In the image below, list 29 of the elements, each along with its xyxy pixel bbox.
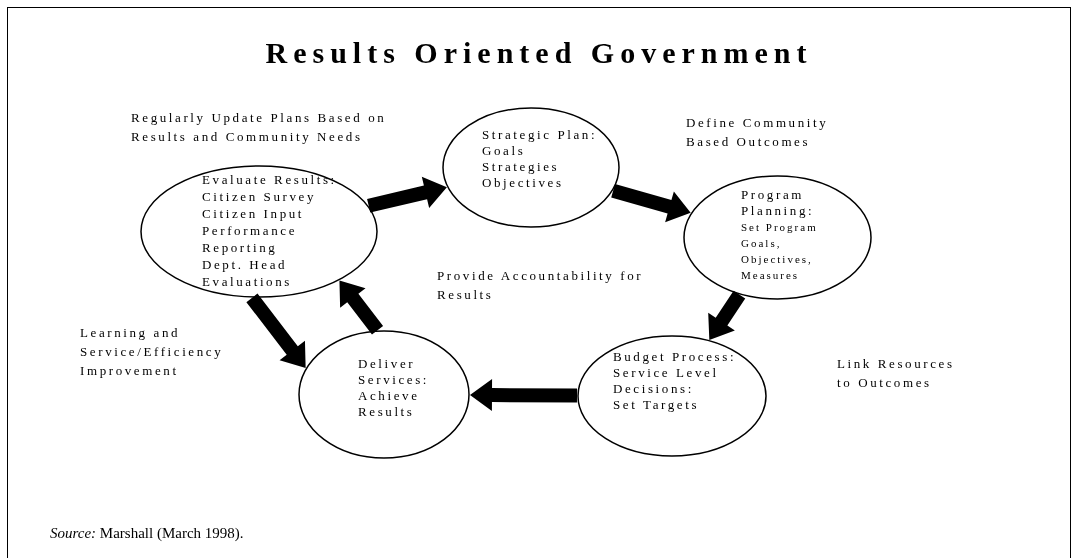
caption: Source: Marshall (March 1998). [50, 525, 244, 542]
block-arrow [367, 176, 447, 213]
node-text: Goals [482, 143, 527, 159]
node-text: Service Level Decisions: [613, 365, 720, 397]
node-text: Set Program Goals, Objectives, Measures [741, 220, 819, 283]
node-text: Citizen Survey [202, 188, 318, 205]
node-text: Strategies [482, 159, 561, 175]
annotation-text: Learning and Service/Efficiency Improvement [80, 324, 225, 380]
annotation-text: Provide Accountability for Results [437, 267, 645, 304]
node-text: Citizen Input [202, 205, 306, 222]
block-arrow [470, 379, 578, 412]
block-arrow [339, 280, 384, 335]
annotation-text: Link Resources to Outcomes [837, 355, 956, 392]
node-text: Deliver Services: [358, 356, 431, 388]
node-text: Program Planning: [741, 187, 816, 219]
node-text: Budget Process: [613, 349, 738, 365]
title: Results Oriented Government [264, 36, 814, 70]
block-arrow [246, 293, 306, 368]
node-text: Strategic Plan: [482, 127, 599, 143]
annotation-text: Regularly Update Plans Based on Results and Community Needs [131, 109, 388, 146]
node-text: Dept. Head Evaluations [202, 256, 293, 290]
node-text: Achieve Results [358, 388, 421, 420]
annotation-text: Define Community Based Outcomes [686, 114, 830, 151]
block-arrow [611, 184, 691, 223]
node-text: Set Targets [613, 397, 701, 413]
node-text: Objectives [482, 175, 565, 191]
block-arrow [708, 290, 746, 340]
node-text: Evaluate Results: [202, 171, 338, 188]
node-text: Performance Reporting [202, 222, 298, 256]
